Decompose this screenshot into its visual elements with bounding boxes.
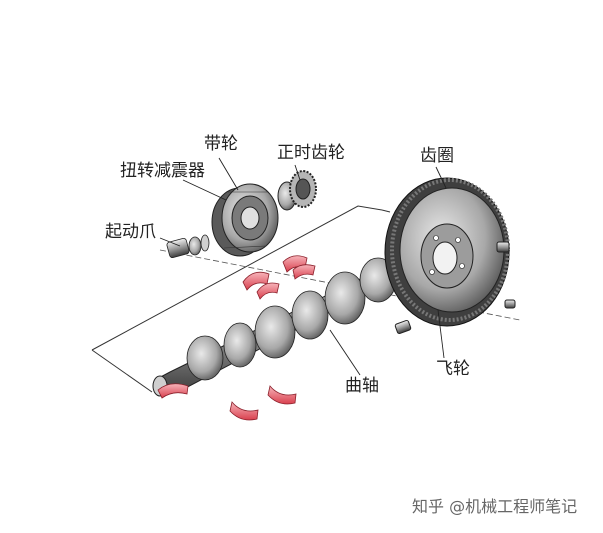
label-ring-gear: 齿圈: [420, 146, 454, 166]
label-pulley: 带轮: [204, 134, 238, 154]
watermark: 知乎 @机械工程师笔记: [412, 497, 578, 516]
label-flywheel: 飞轮: [436, 359, 470, 379]
bolt-part: [394, 319, 412, 335]
starting-claw-part: [166, 234, 210, 259]
bearing-shells: [157, 255, 316, 421]
label-crankshaft: 曲轴: [345, 376, 379, 396]
leader-lines: [159, 157, 447, 376]
label-timing-gear: 正时齿轮: [277, 143, 345, 163]
label-starting-claw: 起动爪: [105, 222, 156, 242]
pulley-damper-part: [211, 183, 279, 257]
label-torsional-damper: 扭转减震器: [120, 161, 205, 181]
timing-gear-part: [277, 170, 317, 211]
flywheel-part: [384, 177, 516, 327]
crankshaft-part: [152, 254, 409, 397]
assembly-frame: [91, 205, 391, 393]
